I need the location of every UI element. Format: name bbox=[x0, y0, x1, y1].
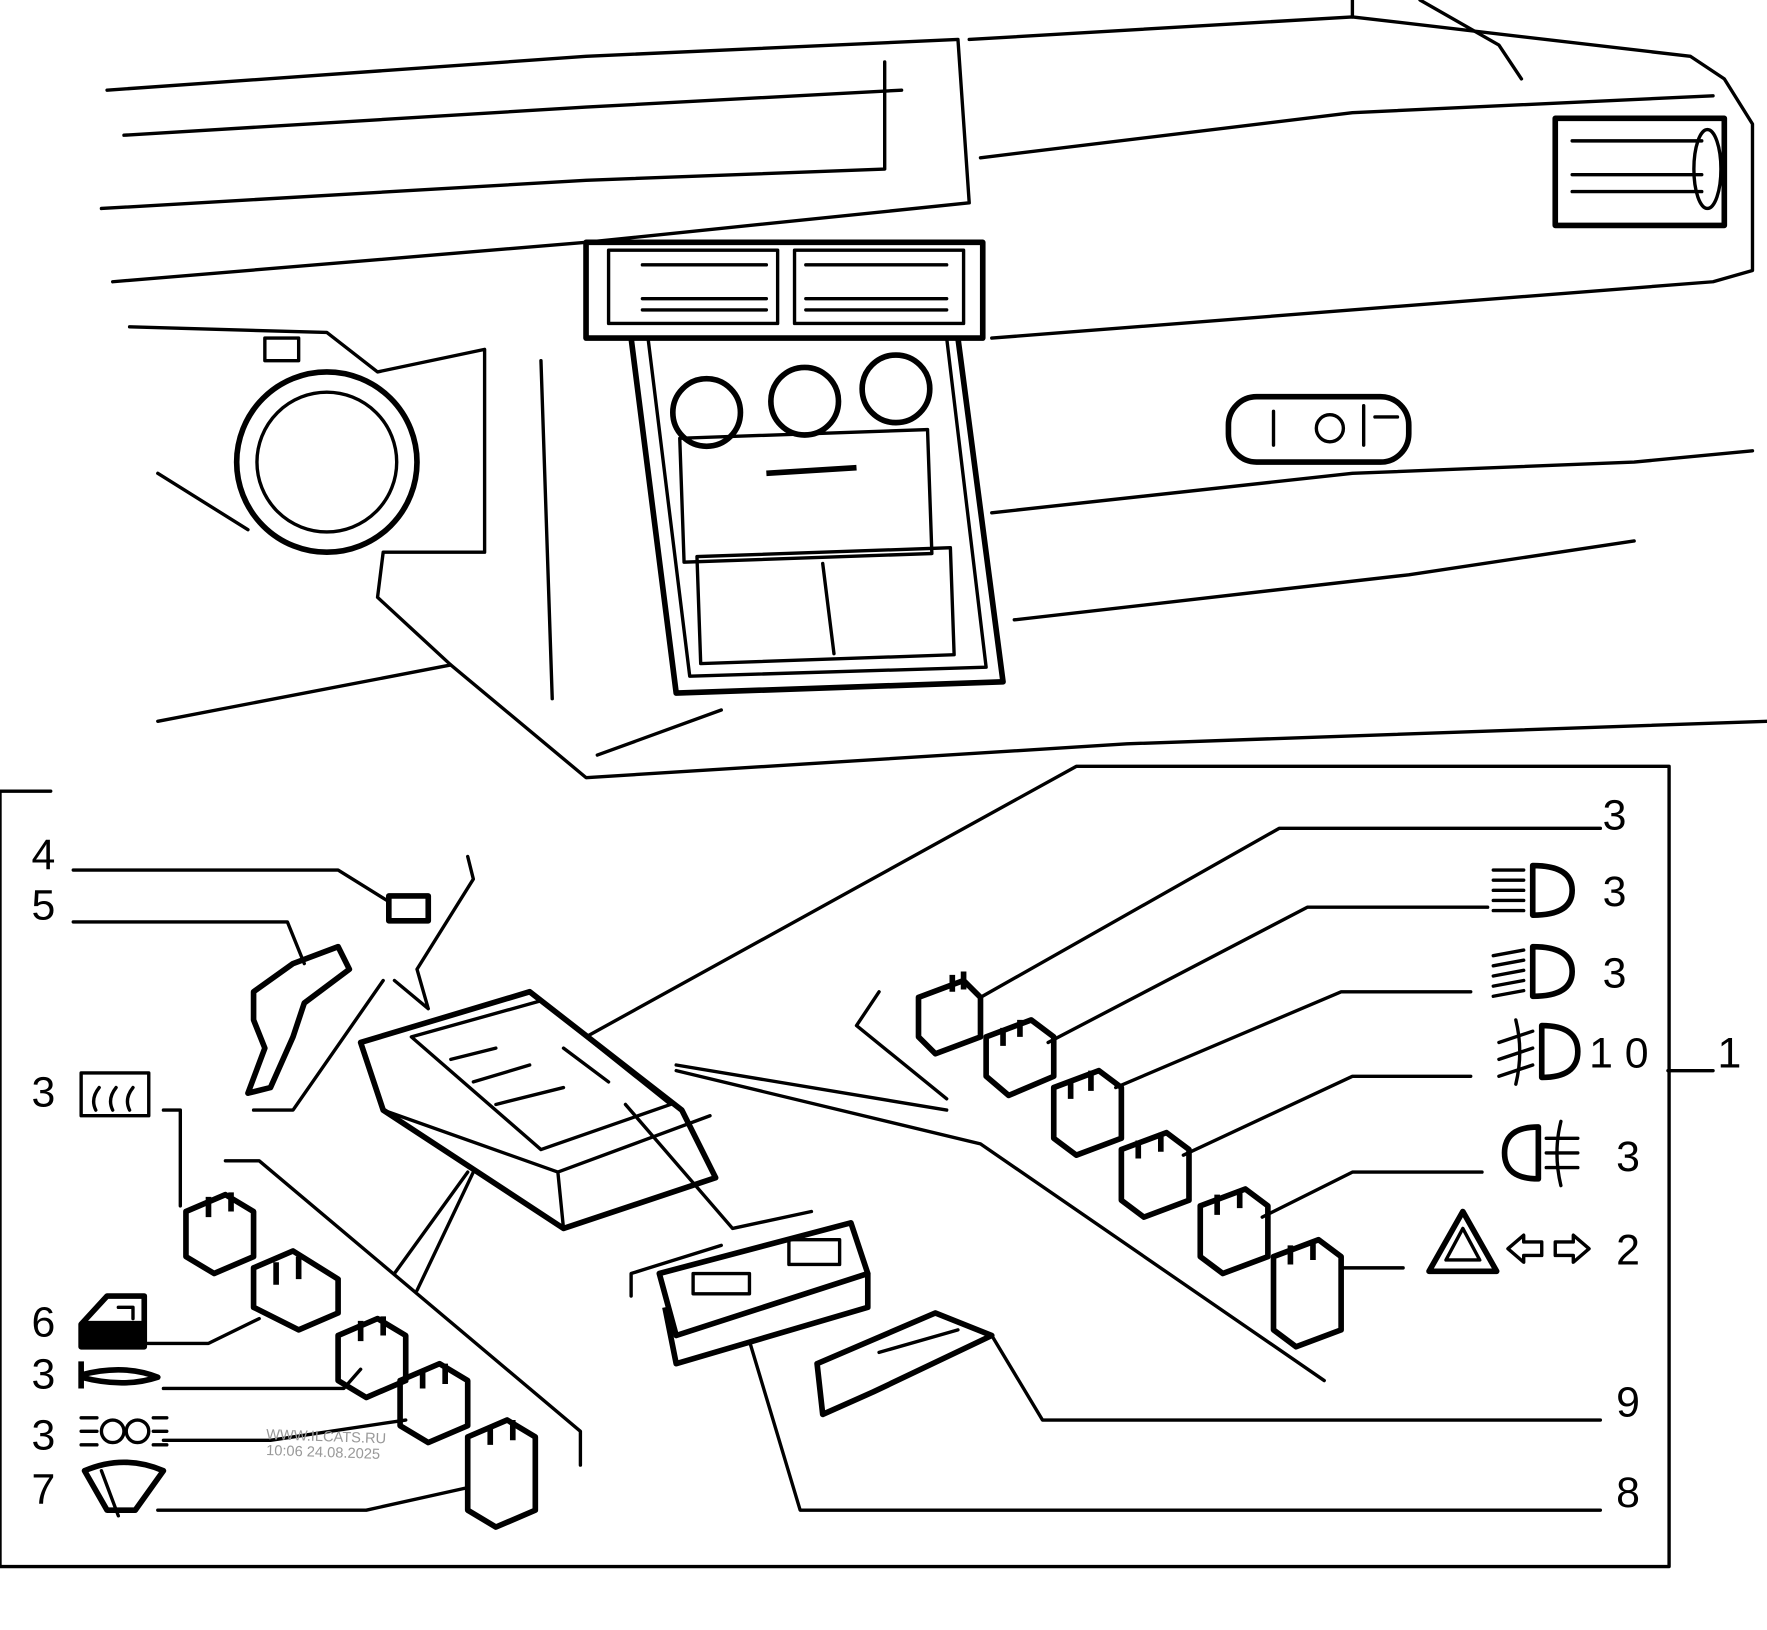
relays-right bbox=[854, 826, 1715, 1350]
callout-label: 1 0 bbox=[1589, 1029, 1649, 1077]
callout-label: 3 bbox=[32, 1350, 56, 1398]
cover-part bbox=[814, 1310, 1603, 1422]
callout-label: 3 bbox=[32, 1411, 56, 1459]
callout-label: 3 bbox=[1603, 949, 1627, 997]
parking-lights-icon bbox=[79, 1416, 169, 1447]
callout-label: 9 bbox=[1616, 1379, 1640, 1427]
callout-label: 3 bbox=[1616, 1133, 1640, 1181]
rear-defroster-icon bbox=[79, 1071, 151, 1118]
callout-label: 8 bbox=[1616, 1469, 1640, 1517]
assembly-label: 1 bbox=[1718, 1029, 1742, 1077]
callout-label: 7 bbox=[32, 1465, 56, 1513]
watermark-site: WWW.ILCATS.RU bbox=[266, 1427, 387, 1447]
callout-label: 3 bbox=[1603, 791, 1627, 839]
high-beam-icon bbox=[1491, 862, 1575, 918]
wiper-icon bbox=[81, 1459, 167, 1518]
callout-label: 3 bbox=[1603, 868, 1627, 916]
horn-icon bbox=[78, 1361, 161, 1389]
fuse-box-lid bbox=[629, 1219, 1603, 1512]
front-fog-light-icon bbox=[1497, 1018, 1581, 1086]
callout-frame bbox=[0, 764, 1671, 1569]
watermark-timestamp: 10:06 24.08.2025 bbox=[266, 1443, 380, 1463]
relays-left bbox=[144, 1108, 583, 1530]
power-window-icon bbox=[78, 1293, 148, 1350]
clip-part bbox=[245, 943, 353, 1097]
low-beam-icon bbox=[1491, 943, 1575, 1000]
callout-label: 5 bbox=[32, 882, 56, 930]
rear-fog-light-icon bbox=[1501, 1119, 1580, 1188]
callout-label: 4 bbox=[32, 831, 56, 879]
callout-labels: 3 3 3 1 0 3 2 9 8 1 4 5 3 6 3 3 7 bbox=[32, 791, 1742, 1516]
callout-label: 3 bbox=[32, 1069, 56, 1117]
callout-label: 2 bbox=[1616, 1226, 1640, 1274]
hazard-turn-signal-icon bbox=[1426, 1208, 1591, 1275]
callout-label: 6 bbox=[32, 1299, 56, 1347]
fuse-box bbox=[357, 854, 1326, 1383]
dashboard-drawing bbox=[99, 0, 1767, 780]
fuse-part bbox=[385, 893, 432, 924]
